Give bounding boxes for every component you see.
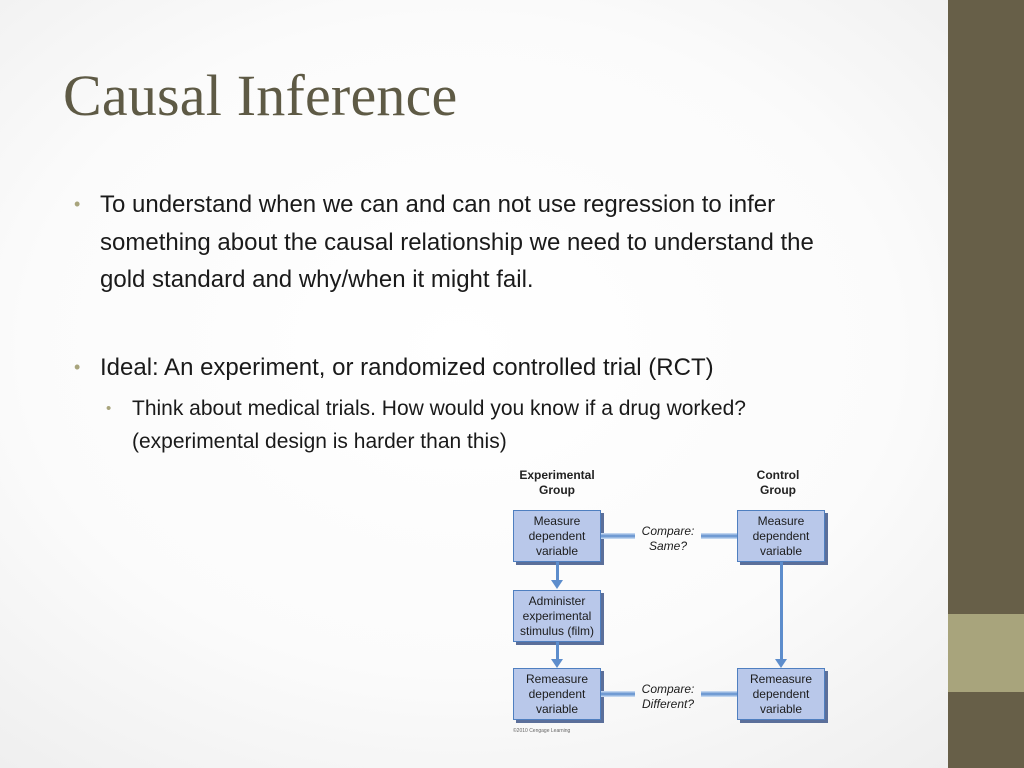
exp-administer-box: Administer experimental stimulus (film) xyxy=(513,590,601,642)
compare-different-label: Compare: Different? xyxy=(641,682,695,711)
ctl-remeasure-box: Remeasure dependent variable xyxy=(737,668,825,720)
compare-connector-bottom-right xyxy=(701,691,737,697)
compare-connector-top-right xyxy=(701,533,737,539)
right-sidebar-accent xyxy=(948,614,1024,692)
arrow-shaft-measure-to-administer xyxy=(556,562,559,580)
ctl-measure-box: Measure dependent variable xyxy=(737,510,825,562)
bullet-ideal-rct: Ideal: An experiment, or randomized cont… xyxy=(74,349,864,459)
sub-bullet-medical-trials: Think about medical trials. How would yo… xyxy=(100,392,864,458)
arrow-shaft-administer-to-remeasure xyxy=(556,642,559,659)
arrow-down-icon xyxy=(775,659,787,668)
sub-bullet-list: Think about medical trials. How would yo… xyxy=(100,392,864,458)
bullet-understand-gold-standard: To understand when we can and can not us… xyxy=(74,186,864,299)
arrow-down-icon xyxy=(551,659,563,668)
bullet-text: Ideal: An experiment, or randomized cont… xyxy=(100,353,714,381)
bullet-list: To understand when we can and can not us… xyxy=(74,186,864,458)
exp-measure-box: Measure dependent variable xyxy=(513,510,601,562)
arrow-shaft-control-measure-to-remeasure xyxy=(780,562,783,659)
image-credit: ©2010 Cengage Learning xyxy=(513,728,571,734)
compare-same-label: Compare: Same? xyxy=(641,524,695,553)
experimental-group-header: Experimental Group xyxy=(519,468,595,497)
exp-remeasure-box: Remeasure dependent variable xyxy=(513,668,601,720)
experimental-design-diagram: Experimental Group Control Group Measure… xyxy=(505,462,835,738)
compare-connector-top-left xyxy=(601,533,635,539)
arrow-down-icon xyxy=(551,580,563,589)
control-group-header: Control Group xyxy=(756,468,800,497)
compare-connector-bottom-left xyxy=(601,691,635,697)
bullet-text: To understand when we can and can not us… xyxy=(100,191,814,293)
sub-bullet-text: Think about medical trials. How would yo… xyxy=(132,397,746,453)
slide-title: Causal Inference xyxy=(63,63,458,128)
